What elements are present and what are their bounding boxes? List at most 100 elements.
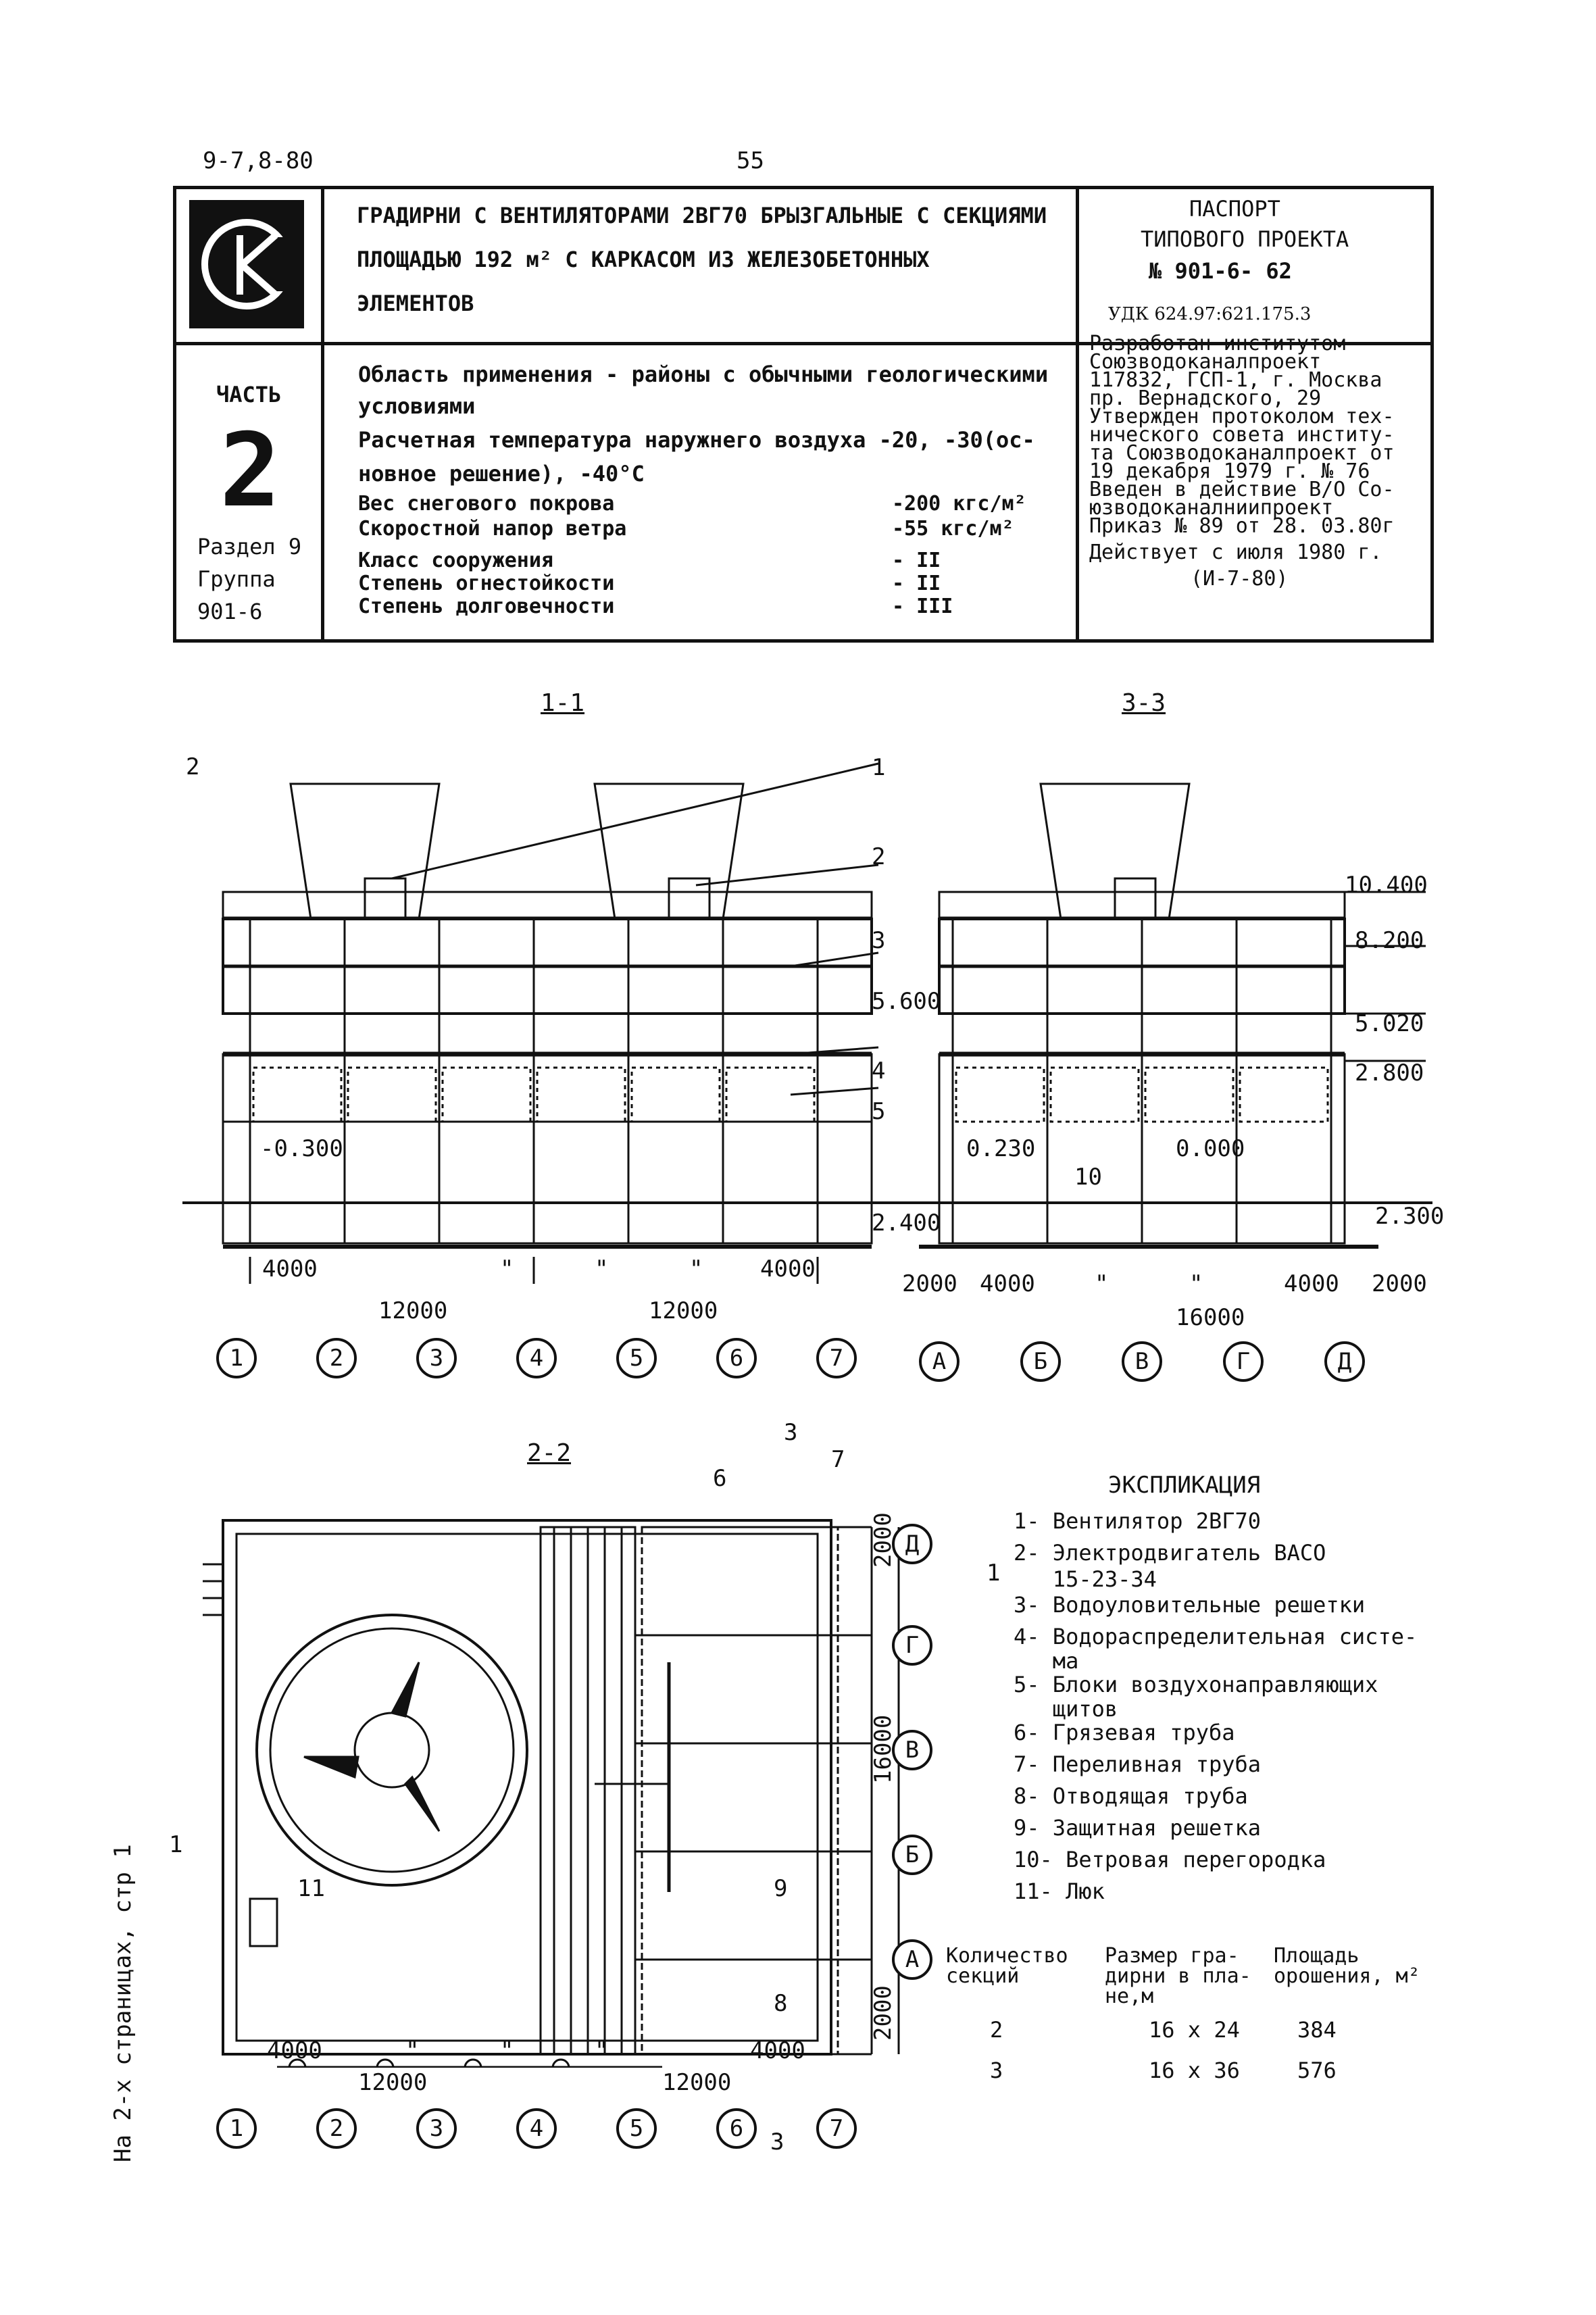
callout-4: 4 [872,1057,886,1085]
table-header: Размер гра- дирни в пла- не,м [1105,1944,1251,2008]
passport-line-2: ТИПОВОГО ПРОЕКТА [1141,226,1349,252]
axis-5: 5 [616,2108,657,2149]
table-cell: 576 [1297,2058,1337,2083]
axis-V: В [1122,1341,1162,1382]
row-axis-V: В [892,1730,932,1770]
divider [321,186,324,643]
dim-ditto: " [500,2037,514,2064]
explication-item: 1- Вентилятор 2ВГ70 [1014,1508,1262,1534]
callout-2: 2 [872,843,886,870]
callout-3: 3 [872,927,886,954]
explication-item: 11- Люк [1014,1878,1105,1904]
axis-4: 4 [516,1338,557,1378]
row-axis-A: А [892,1939,932,1980]
callout-9: 9 [774,1875,788,1902]
callout-7: 7 [831,1446,845,1473]
axis-1: 1 [216,1338,257,1378]
section-marker-bottom: 3 [770,2129,784,2156]
axis-6: 6 [716,2108,757,2149]
explication-item: 10- Ветровая перегородка [1014,1847,1326,1872]
table-cell: 16 х 36 [1149,2058,1240,2083]
page-number: 55 [737,147,764,174]
dim-ditto: " [689,1255,703,1283]
explication-item: 7- Переливная труба [1014,1751,1262,1777]
callout-1: 1 [872,754,886,781]
logo [189,200,304,328]
param-value: - II [892,549,941,572]
param-label: Степень огнестойкости [358,572,615,595]
table-header: Количество секций [946,1944,1068,1988]
divider [173,342,1434,345]
section-marker-2: 2 [186,753,200,780]
developer-block: Разработан институтом Союзводоканалпроек… [1089,332,1395,591]
callout-8: 8 [774,1990,788,2017]
elevation-8200: 8.200 [1355,927,1424,954]
section-1-1-drawing [182,762,912,1284]
dim-12000: 12000 [662,2069,732,2096]
elevation-minus-0300: -0.300 [260,1135,343,1162]
group-number: 901-6 [197,599,263,624]
dim-2000: 2000 [1372,1270,1427,1297]
param-label: Вес снегового покрова [358,492,615,516]
explication-item: ма [1014,1648,1079,1674]
explication-item: 3- Водоуловительные решетки [1014,1592,1366,1618]
title-line-3: ЭЛЕМЕНТОВ [357,291,474,316]
param-label: Степень долговечности [358,595,615,618]
callout-5: 5 [872,1098,886,1125]
divider [1076,186,1079,643]
application-line: условиями [358,393,476,419]
project-number: № 901-6- 62 [1149,258,1292,284]
param-value: - II [892,572,941,595]
elevation-10400: 10.400 [1345,872,1428,899]
table-cell: 384 [1297,2017,1337,2043]
explication-item: 4- Водораспределительная систе- [1014,1624,1418,1649]
param-label: Скоростной напор ветра [358,517,627,541]
elevation-0000: 0.000 [1176,1135,1245,1162]
dim-4000: 4000 [980,1270,1035,1297]
explication-item: щитов [1014,1696,1118,1722]
explication-item: 5- Блоки воздухонаправляющих [1014,1672,1378,1697]
dim-ditto: " [1189,1270,1203,1297]
param-value: -200 кгс/м² [892,492,1026,516]
param-value: -55 кгс/м² [892,517,1014,541]
table-cell: 16 х 24 [1149,2017,1240,2043]
part-label: ЧАСТЬ [216,382,282,407]
section-3-3-title: 3-3 [1122,689,1166,717]
elevation-2300: 2.300 [1375,1203,1445,1230]
application-line: Расчетная температура наружнего воздуха … [358,427,1035,453]
dim-2000-bottom: 2000 [870,1985,897,2041]
dim-ditto: " [595,2037,609,2064]
row-axis-B: Б [892,1835,932,1875]
axis-4: 4 [516,2108,557,2149]
dim-12000: 12000 [378,1297,448,1324]
param-label: Класс сооружения [358,549,553,572]
axis-6: 6 [716,1338,757,1378]
axis-1: 1 [216,2108,257,2149]
elevation-5020: 5.020 [1355,1010,1424,1037]
dim-4000: 4000 [267,2037,322,2064]
callout-6: 6 [713,1465,727,1492]
udk: УДК 624.97:621.175.3 [1108,304,1312,324]
dim-ditto: " [500,1255,514,1283]
dim-ditto: " [1095,1270,1109,1297]
param-value: - III [892,595,953,618]
row-axis-G: Г [892,1625,932,1666]
section-3-3-drawing [892,782,1432,1249]
callout-10: 10 [1074,1164,1102,1191]
callout-11: 11 [297,1875,325,1902]
explication-list: 1- Вентилятор 2ВГ70 2- Электродвигатель … [1014,1505,1417,1908]
section-marker-side-right: 1 [987,1560,1001,1587]
axis-2: 2 [316,1338,357,1378]
axis-7: 7 [816,2108,857,2149]
table-cell: 2 [990,2017,1003,2043]
table-cell: 3 [990,2058,1003,2083]
group-label: Группа [197,566,276,592]
explication-item: 8- Отводящая труба [1014,1783,1248,1809]
row-axis-D: Д [892,1524,932,1564]
axis-B: Б [1020,1341,1061,1382]
elevation-5600: 5.600 [872,988,941,1015]
dim-12000: 12000 [358,2069,428,2096]
section-label: Раздел 9 [197,534,302,559]
section-1-1-title: 1-1 [541,689,585,717]
section-2-2-title: 2-2 [527,1439,572,1467]
